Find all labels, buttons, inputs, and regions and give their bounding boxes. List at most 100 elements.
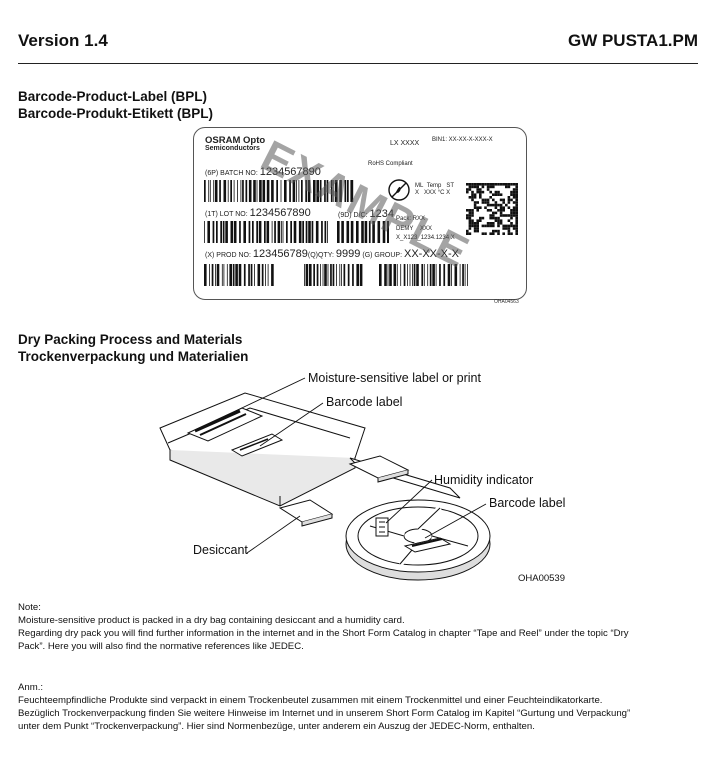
matrix-cell <box>473 227 477 230</box>
matrix-cell <box>515 201 518 204</box>
matrix-cell <box>479 219 482 222</box>
matrix-cell <box>479 216 482 220</box>
barcode-bar <box>435 264 437 286</box>
dry-title-de: Trockenverpackung und Materialien <box>18 349 249 364</box>
barcode-bar <box>332 264 335 286</box>
barcode-bar <box>326 180 329 202</box>
matrix-cell <box>468 211 472 215</box>
barcode-bar <box>427 264 429 286</box>
barcode-bar <box>339 264 341 286</box>
dc-prefix: (9D) D/C: <box>338 212 368 219</box>
barcode-bar <box>301 180 303 202</box>
matrix-cell <box>502 224 505 228</box>
matrix-cell <box>468 214 472 217</box>
barcode-bar <box>242 180 244 202</box>
barcode-bar <box>230 221 234 243</box>
matrix-cell <box>510 232 513 235</box>
matrix-cell <box>486 188 490 191</box>
matrix-cell <box>507 232 511 235</box>
matrix-cell <box>473 203 477 207</box>
barcode-bar <box>407 264 408 286</box>
barcode-bar <box>336 264 337 286</box>
matrix-cell <box>515 190 518 194</box>
matrix-cell <box>476 201 479 204</box>
barcode-bar <box>320 264 321 286</box>
callout-barcode-2: Barcode label <box>489 496 566 510</box>
matrix-cell <box>497 232 500 235</box>
matrix-cell <box>476 209 479 212</box>
header-rule <box>18 63 698 64</box>
matrix-cell <box>502 214 505 217</box>
matrix-cell <box>510 211 513 215</box>
matrix-cell <box>489 203 492 207</box>
barcode-bar <box>347 264 350 286</box>
matrix-cell <box>473 185 477 189</box>
matrix-cell <box>479 188 482 191</box>
barcode-bar <box>361 221 364 243</box>
barcode-bar <box>227 180 229 202</box>
matrix-cell <box>489 222 492 225</box>
barcode-bar <box>282 221 284 243</box>
matrix-cell <box>471 211 474 215</box>
barcode-bar <box>346 221 350 243</box>
barcode-qty <box>304 264 363 286</box>
matrix-cell <box>505 185 508 189</box>
matrix-cell <box>466 214 469 217</box>
barcode-label-on-reel <box>403 537 452 553</box>
matrix-cell <box>510 193 513 196</box>
matrix-cell <box>492 211 495 215</box>
temp-label: Temp <box>426 183 442 189</box>
matrix-cell <box>512 211 516 215</box>
barcode-bar <box>400 264 402 286</box>
matrix-cell <box>507 198 511 202</box>
matrix-cell <box>502 201 505 204</box>
barcode-bar <box>311 221 314 243</box>
matrix-cell <box>489 224 492 228</box>
barcode-bar <box>252 221 254 243</box>
barcode-bar <box>293 221 297 243</box>
matrix-cell <box>507 219 511 222</box>
matrix-cell <box>476 224 479 228</box>
barcode-bar <box>289 180 291 202</box>
barcode-bar <box>396 264 398 286</box>
barcode-bar <box>344 180 347 202</box>
lot-prefix: (1T) LOT NO: <box>205 211 248 218</box>
barcode-bar <box>253 180 256 202</box>
matrix-cell <box>489 196 492 199</box>
barcode-bar <box>266 221 270 243</box>
matrix-cell <box>499 203 503 207</box>
matrix-cell <box>515 193 518 196</box>
barcode-bar <box>350 221 354 243</box>
barcode-bar <box>333 180 335 202</box>
matrix-cell <box>486 183 490 186</box>
matrix-cell <box>489 209 492 212</box>
matrix-cell <box>507 214 511 217</box>
matrix-cell <box>471 224 474 228</box>
callout-moisture: Moisture-sensitive label or print <box>308 371 481 385</box>
prod-value: 123456789 <box>252 248 308 260</box>
matrix-cell <box>515 224 518 228</box>
barcode-bar <box>432 264 435 286</box>
matrix-cell <box>468 209 472 212</box>
matrix-cell <box>471 219 474 222</box>
matrix-cell <box>489 190 492 194</box>
matrix-cell <box>507 196 511 199</box>
matrix-cell <box>471 222 474 225</box>
barcode-bar <box>319 180 322 202</box>
matrix-cell <box>515 214 518 217</box>
matrix-cell <box>515 211 518 215</box>
st-label: ST <box>446 183 455 189</box>
dc-value: 1234 <box>369 208 394 220</box>
barcode-bar <box>393 264 397 286</box>
matrix-cell <box>497 209 500 212</box>
matrix-cell <box>466 190 469 194</box>
matrix-cell <box>507 224 511 228</box>
matrix-cell <box>499 198 503 202</box>
barcode-bar <box>467 264 468 286</box>
barcode-bar <box>209 264 210 286</box>
dry-figure-code: OHA00539 <box>518 573 566 584</box>
matrix-cell <box>481 232 485 235</box>
barcode-bar <box>372 221 375 243</box>
matrix-cell <box>476 190 479 194</box>
matrix-cell <box>507 227 511 230</box>
